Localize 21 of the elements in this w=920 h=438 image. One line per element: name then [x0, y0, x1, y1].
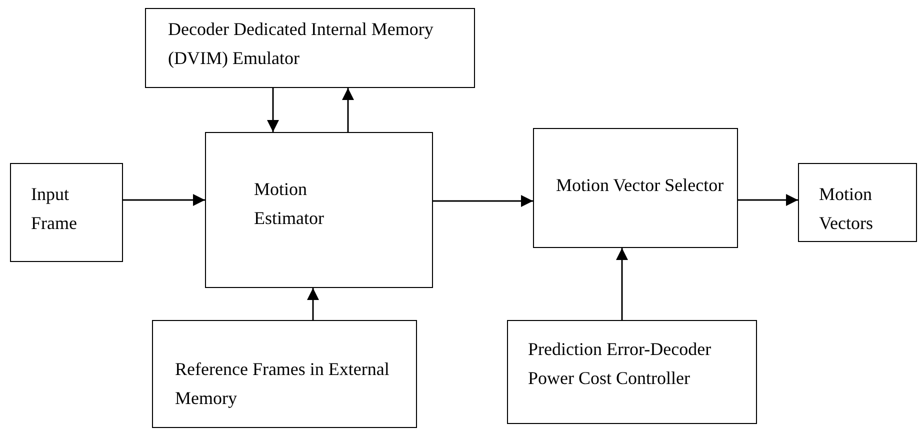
arrow — [267, 88, 279, 132]
box-label: Motion Vector Selector — [556, 174, 725, 197]
arrow — [738, 194, 798, 206]
process-box — [798, 163, 917, 242]
box-label: Input Frame — [31, 183, 78, 235]
process-box — [205, 132, 433, 288]
process-box — [507, 320, 757, 424]
arrow — [307, 288, 319, 320]
box-label: Decoder Dedicated Internal Memory (DVIM) Emulator — [168, 18, 434, 70]
arrow — [123, 194, 205, 206]
process-box — [10, 163, 123, 262]
box-label: Prediction Error-Decoder Power Cost Controller — [528, 338, 712, 390]
process-box — [145, 8, 475, 88]
process-box — [533, 128, 738, 248]
box-label: Motion Estimator — [254, 178, 325, 230]
arrow — [433, 195, 533, 207]
box-label: Motion Vectors — [819, 183, 874, 235]
process-box — [152, 320, 417, 428]
arrow — [616, 248, 628, 320]
box-label: Reference Frames in External Memory — [175, 358, 390, 410]
arrow — [342, 88, 354, 132]
